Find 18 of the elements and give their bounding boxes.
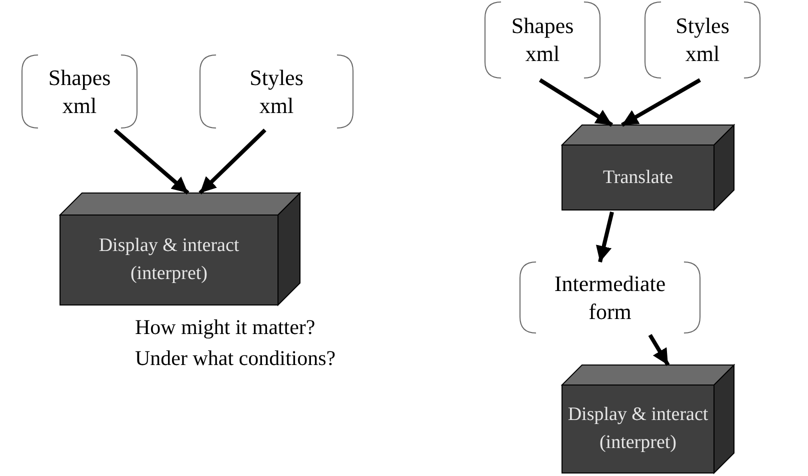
bracket-box [200, 55, 353, 128]
node-label: Shapes xml [47, 64, 112, 120]
node-label: Intermediate form [554, 270, 666, 326]
arrow [538, 78, 614, 127]
arrow [198, 128, 266, 194]
bracket-box [520, 262, 700, 333]
arrow [621, 78, 701, 127]
bracket-box [645, 2, 760, 78]
node-label: Styles xml [248, 64, 304, 120]
note-text: Under what conditions? [135, 345, 336, 372]
node-label: Styles xml [674, 12, 730, 68]
bracket-box [485, 2, 600, 78]
note-text: How might it matter? [135, 314, 316, 341]
arrow [596, 212, 614, 262]
node-label: Shapes xml [510, 12, 575, 68]
arrow [648, 334, 670, 366]
arrow [114, 128, 190, 195]
bracket-box [22, 55, 137, 128]
